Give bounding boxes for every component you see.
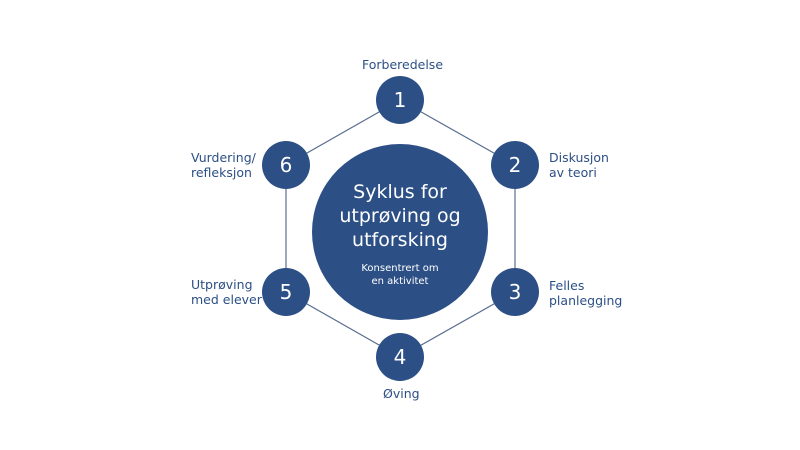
- step-number: 4: [393, 345, 407, 369]
- center-subtitle-line: Konsentrert om: [361, 263, 439, 274]
- label-line: refleksjon: [191, 165, 252, 180]
- step-number: 6: [279, 153, 293, 177]
- label-line: Vurdering/: [191, 150, 256, 165]
- center-subtitle: Konsentrert om en aktivitet: [312, 262, 488, 288]
- step-number: 2: [508, 153, 522, 177]
- label-line: Forberedelse: [362, 57, 444, 72]
- step-1-node: 1: [376, 76, 424, 124]
- label-line: Felles: [549, 278, 585, 293]
- center-title-line: utprøving og: [339, 205, 461, 227]
- center-circle: Syklus for utprøving og utforsking Konse…: [312, 144, 488, 320]
- step-2-node: 2: [491, 141, 539, 189]
- step-1-label: Forberedelse: [362, 57, 443, 72]
- label-line: planlegging: [549, 293, 623, 308]
- label-line: med elever: [191, 292, 262, 307]
- step-6-node: 6: [262, 141, 310, 189]
- center-title-line: utforsking: [352, 229, 448, 251]
- step-number: 3: [508, 280, 522, 304]
- label-line: Øving: [383, 386, 420, 401]
- step-number: 5: [279, 280, 293, 304]
- step-6-label: Vurdering/refleksjon: [191, 150, 256, 180]
- step-5-node: 5: [262, 268, 310, 316]
- step-number: 1: [393, 88, 407, 112]
- center-title: Syklus for utprøving og utforsking: [312, 180, 488, 252]
- label-line: Diskusjon: [549, 150, 609, 165]
- center-title-line: Syklus for: [353, 181, 447, 203]
- label-line: Utprøving: [191, 277, 253, 292]
- label-line: av teori: [549, 165, 597, 180]
- step-4-label: Øving: [383, 386, 420, 401]
- step-3-node: 3: [491, 268, 539, 316]
- step-4-node: 4: [376, 333, 424, 381]
- center-subtitle-line: en aktivitet: [371, 276, 429, 287]
